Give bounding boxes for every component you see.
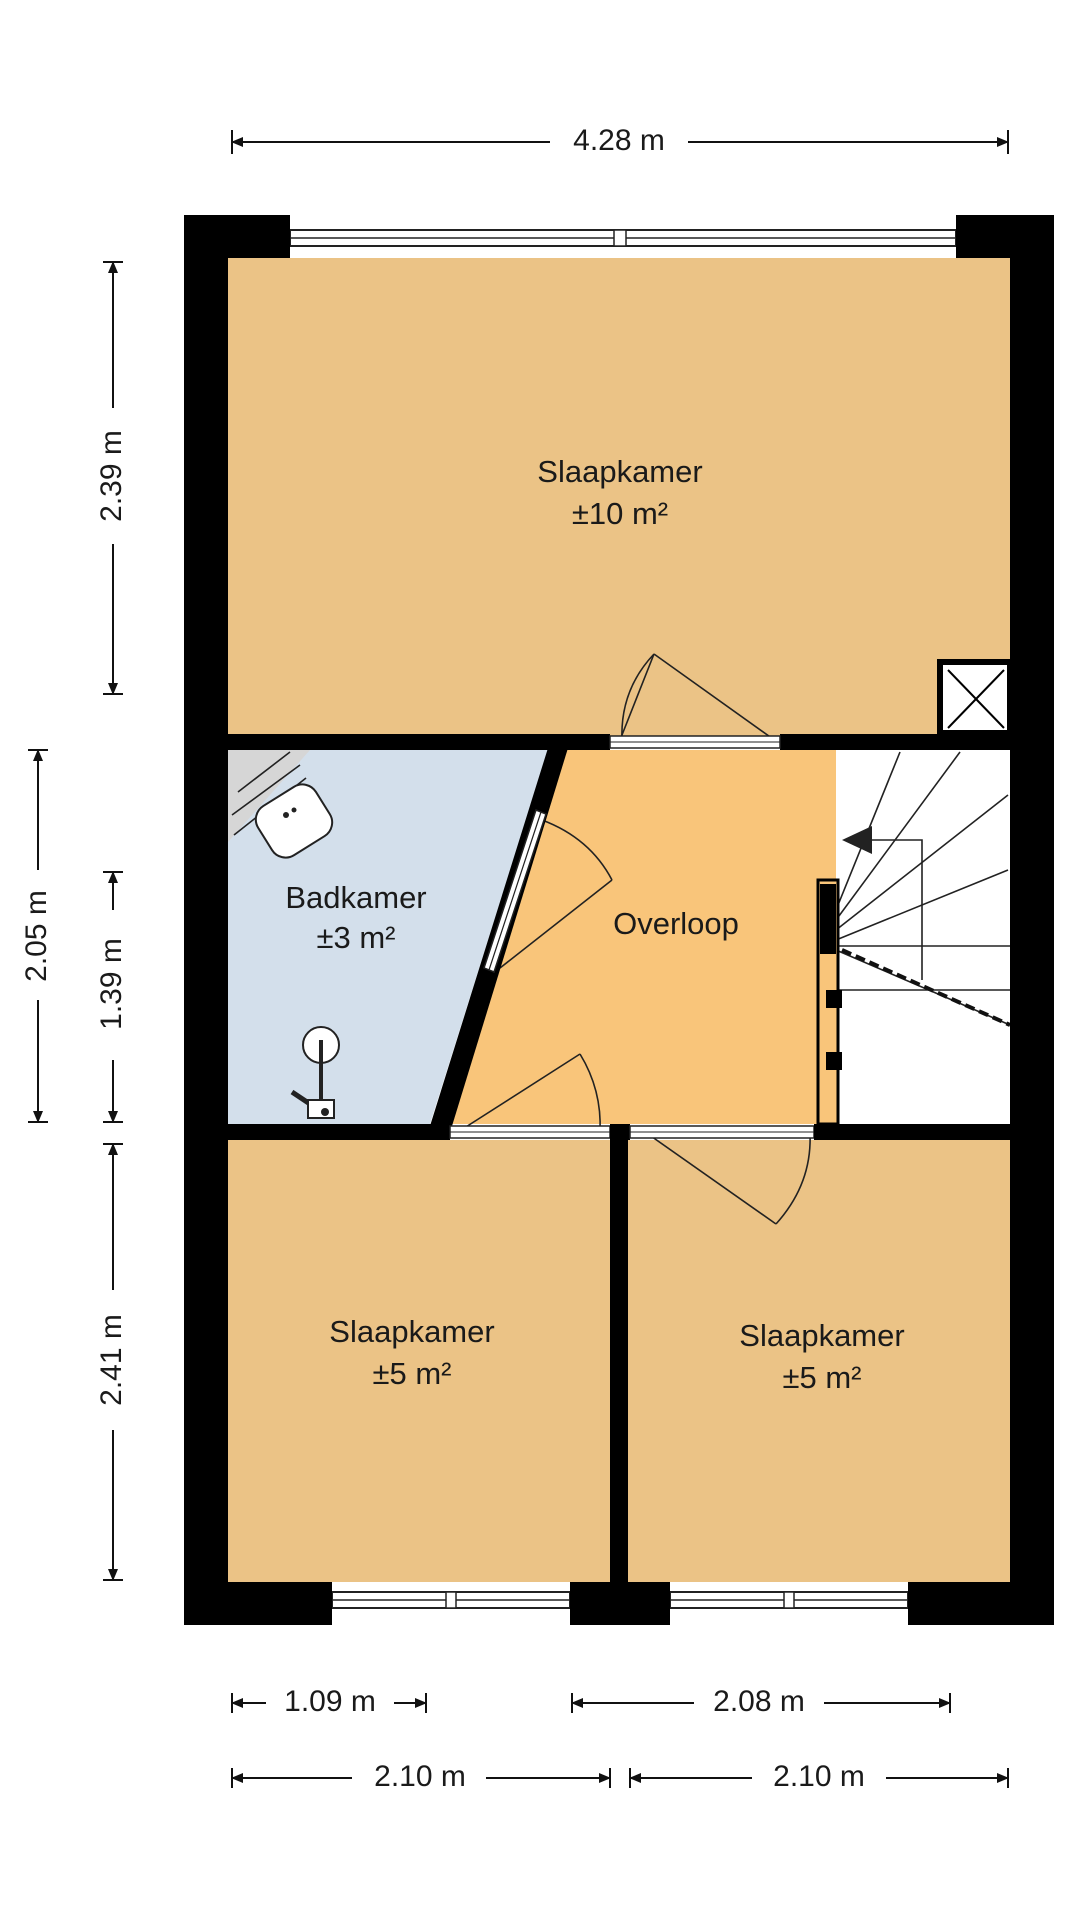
room-name-slaapkamer-left: Slaapkamer xyxy=(329,1314,494,1349)
staircase xyxy=(835,751,1011,1027)
room-fill-slaapkamer-right xyxy=(628,1140,1010,1582)
room-name-overloop: Overloop xyxy=(613,906,739,941)
room-name-slaapkamer-top: Slaapkamer xyxy=(537,454,702,489)
room-fill-overloop xyxy=(448,750,836,1124)
dimension-label-left-top: 2.39 m xyxy=(95,430,128,522)
door-slaapkamer-left xyxy=(457,1053,601,1133)
dimension-bottom-4: 2.10 m xyxy=(629,1760,1009,1793)
window-bottom-left xyxy=(331,1591,571,1609)
dimension-label-left-mid: 1.39 m xyxy=(95,938,128,1030)
stairs-direction-arrow-icon xyxy=(842,826,872,854)
room-area-slaapkamer-right: ±5 m² xyxy=(782,1360,861,1395)
window-bottom-right xyxy=(669,1591,909,1609)
toilet-icon xyxy=(290,1026,340,1119)
dimension-left-mid: 1.39 m xyxy=(95,871,128,1123)
walls xyxy=(184,215,1054,1625)
dimension-label-bottom-1: 1.09 m xyxy=(284,1685,376,1718)
room-area-slaapkamer-left: ±5 m² xyxy=(372,1356,451,1391)
dimension-left-outer: 2.05 m xyxy=(20,749,53,1123)
stair-rail xyxy=(816,878,842,1126)
door-slaapkamer-top xyxy=(619,653,781,745)
dimension-label-bottom-2: 2.08 m xyxy=(713,1685,805,1718)
dimension-label-bottom-4: 2.10 m xyxy=(773,1760,865,1793)
sink-icon xyxy=(254,783,334,859)
dimension-bottom-2: 2.08 m xyxy=(571,1685,951,1718)
dimension-label-top-width: 4.28 m xyxy=(573,124,665,157)
room-name-badkamer: Badkamer xyxy=(285,880,426,915)
dimension-left-bottom: 2.41 m xyxy=(95,1143,128,1581)
dimension-bottom-3: 2.10 m xyxy=(231,1760,611,1793)
dimension-label-bottom-3: 2.10 m xyxy=(374,1760,466,1793)
dimension-bottom-1: 1.09 m xyxy=(231,1685,427,1718)
window-top xyxy=(289,229,957,247)
door-slaapkamer-right xyxy=(647,1133,811,1225)
dimension-label-left-outer: 2.05 m xyxy=(20,890,53,982)
room-name-slaapkamer-right: Slaapkamer xyxy=(739,1318,904,1353)
dimension-left-top: 2.39 m xyxy=(95,261,128,695)
dimension-label-left-bottom: 2.41 m xyxy=(95,1314,128,1406)
dimension-top-width: 4.28 m xyxy=(231,124,1009,157)
room-area-slaapkamer-top: ±10 m² xyxy=(572,496,668,531)
room-fill-slaapkamer-left xyxy=(228,1140,610,1582)
room-fill-slaapkamer-top xyxy=(228,258,1010,736)
room-fill-stairs xyxy=(836,750,1010,1124)
room-area-badkamer: ±3 m² xyxy=(316,920,395,955)
door-badkamer xyxy=(499,819,613,969)
